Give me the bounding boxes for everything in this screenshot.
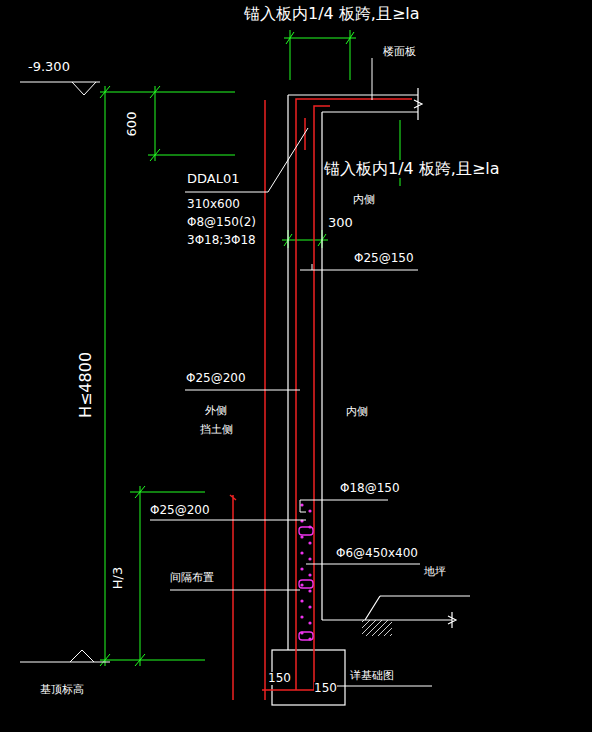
stirrup: [299, 527, 313, 640]
note: 详基础图: [350, 670, 394, 682]
floor-label: 地坪: [424, 566, 446, 578]
dimension: 150: [268, 672, 291, 685]
dimension: 150: [314, 682, 337, 695]
face-label: 内侧: [353, 194, 375, 206]
dimension: 600: [125, 110, 139, 139]
rebar-spec: Φ25@200: [150, 504, 210, 517]
height-dimension: H≤4800: [77, 350, 95, 420]
beam-size: 310x600: [187, 198, 240, 211]
rebar-spec: Φ25@200: [186, 372, 246, 385]
rebar-spec: Φ18@150: [340, 482, 400, 495]
dimension: 300: [328, 216, 353, 230]
rebar-dots: [300, 503, 311, 640]
beam-bars: 3Φ18;3Φ18: [187, 234, 256, 247]
elevation: -9.300: [28, 60, 70, 74]
leader-lines: [150, 58, 432, 686]
face-label: 内侧: [346, 406, 368, 418]
elevation-marks: [20, 82, 110, 662]
dimension-lines: [100, 30, 400, 666]
anchor-note: 锚入板内1/4 板跨,且≥la: [324, 160, 500, 178]
beam-id: DDAL01: [187, 172, 239, 186]
ground-hatch: [362, 620, 392, 636]
anchor-note: 锚入板内1/4 板跨,且≥la: [244, 5, 420, 23]
face-label: 挡土侧: [200, 424, 233, 436]
rebar: [230, 99, 412, 700]
note: 间隔布置: [170, 572, 214, 584]
dimension: H/3: [111, 565, 125, 591]
wall-outline: [272, 88, 470, 705]
rebar-spec: Φ25@150: [354, 252, 414, 265]
face-label: 外侧: [205, 405, 227, 417]
stirrup-spec: Φ8@150(2): [187, 216, 256, 229]
tie-spec: Φ6@450x400: [336, 547, 418, 560]
slab-name: 楼面板: [383, 46, 416, 58]
elevation-label: 基顶标高: [40, 684, 84, 696]
